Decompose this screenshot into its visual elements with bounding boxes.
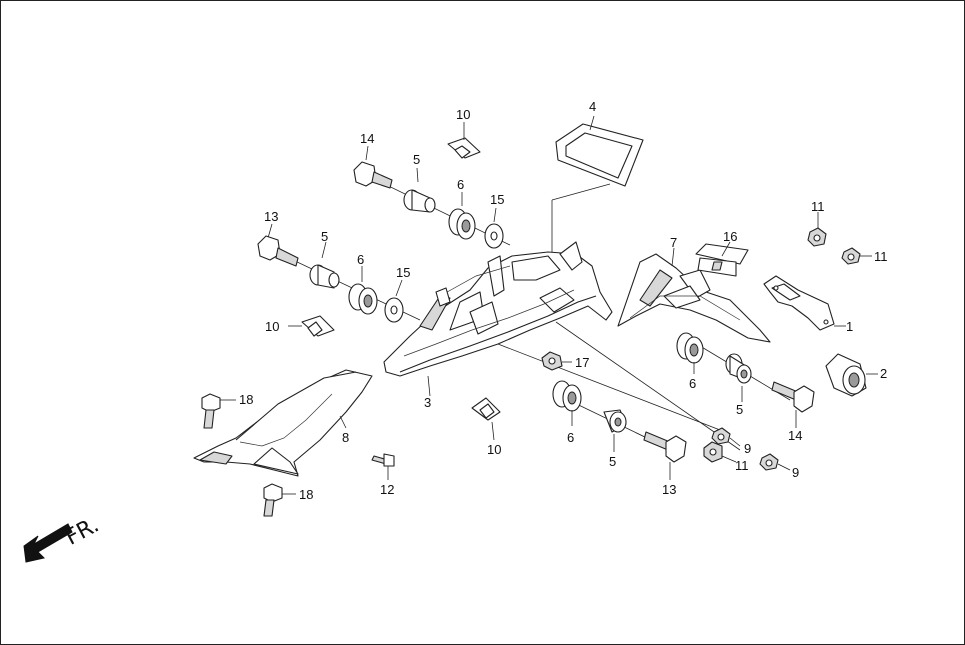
callout-11-right: 11 (874, 249, 888, 264)
part-10-clip-bottom (471, 397, 501, 441)
callout-5-left: 5 (321, 229, 328, 244)
callout-7: 7 (670, 235, 677, 250)
collar-5-bottom (603, 409, 627, 433)
callout-10-top: 10 (456, 107, 470, 122)
callout-1: 1 (846, 319, 853, 334)
callout-15-top: 15 (490, 192, 504, 207)
callout-10-left: 10 (265, 319, 279, 334)
part-8-hugger (193, 369, 373, 477)
callout-3: 3 (424, 395, 431, 410)
part-1-bracket (763, 275, 846, 331)
callout-6-left: 6 (357, 252, 364, 267)
callout-6-bottom: 6 (567, 430, 574, 445)
part-12-screw (371, 453, 395, 480)
callout-5-right: 5 (736, 402, 743, 417)
bolt-14-right (771, 381, 815, 413)
callout-15-left: 15 (396, 265, 410, 280)
callout-labels: 1 2 3 4 5 5 5 5 6 6 6 6 7 8 9 9 10 10 10… (239, 99, 888, 502)
row-left-fasteners (257, 223, 421, 337)
row-bottom-fasteners (552, 380, 687, 480)
part-4-frame (551, 115, 644, 260)
direction-label: FR. (61, 513, 103, 551)
callout-16: 16 (723, 229, 737, 244)
callout-5-top: 5 (413, 152, 420, 167)
front-direction-arrow (23, 523, 73, 563)
callout-8: 8 (342, 430, 349, 445)
row-right-fasteners (676, 332, 815, 428)
collar-5-top (403, 189, 436, 213)
callout-14-right: 14 (788, 428, 802, 443)
callout-5-bottom: 5 (609, 454, 616, 469)
part-3-inner-fender (383, 241, 741, 451)
grommet-6-left (348, 283, 378, 315)
callout-9-a: 9 (744, 441, 751, 456)
callout-18-bottom: 18 (299, 487, 313, 502)
grommet-6-right (676, 332, 704, 364)
collar-5-left (309, 264, 340, 289)
callout-12: 12 (380, 482, 394, 497)
washer-15-top (484, 223, 504, 249)
part-9-11-nuts-bottom (703, 427, 791, 471)
washer-15-left (384, 297, 404, 323)
part-18-bolts (201, 393, 296, 517)
callout-9-b: 9 (792, 465, 799, 480)
callout-17: 17 (575, 355, 589, 370)
part-7-license-bracket (617, 247, 771, 343)
callout-11-top: 11 (811, 199, 825, 214)
callout-6-right: 6 (689, 376, 696, 391)
part-11-nuts-top (807, 212, 872, 265)
callout-14-top: 14 (360, 131, 374, 146)
grommet-6-top (448, 208, 476, 240)
part-17-nut (541, 351, 572, 371)
callout-13-bottom: 13 (662, 482, 676, 497)
row-top-fasteners (353, 145, 511, 249)
callout-2: 2 (880, 366, 887, 381)
callout-4: 4 (589, 99, 596, 114)
callout-10-bottom: 10 (487, 442, 501, 457)
bolt-13-left (257, 235, 299, 267)
bolt-14-top (353, 161, 393, 189)
grommet-6-bottom (552, 380, 582, 412)
collar-5-right (725, 353, 752, 384)
callout-11-bottom: 11 (735, 458, 749, 473)
callout-13-left: 13 (264, 209, 278, 224)
callout-18-top: 18 (239, 392, 253, 407)
part-16-pad (695, 241, 749, 277)
bolt-13-bottom (643, 431, 687, 463)
part-10-clip-top (447, 122, 481, 159)
part-10-clip-left (288, 315, 335, 337)
callout-6-top: 6 (457, 177, 464, 192)
part-2-cap (825, 353, 878, 397)
